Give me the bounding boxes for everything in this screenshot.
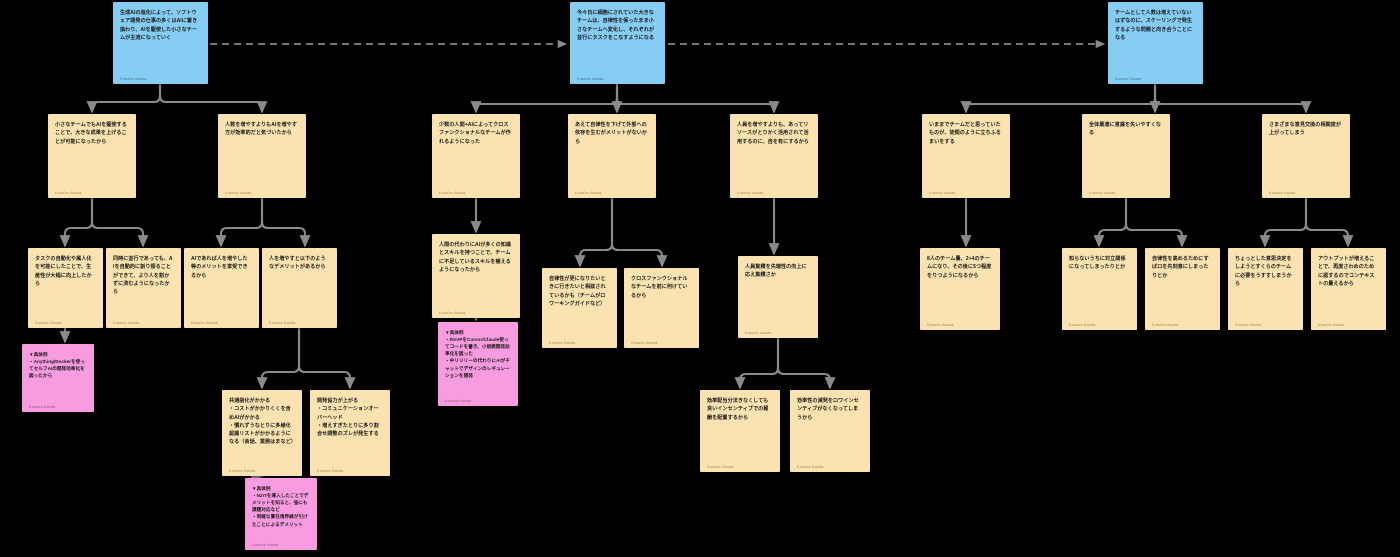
sticky-note-l4-b[interactable]: 開発協力が上がる ・コミュニケーションオーバーヘッド ・増えすぎたとりに多り割合… — [310, 390, 390, 476]
note-author: Kosuke Awata — [577, 76, 604, 81]
note-text: AIであれば人を増やした等のメリットを享受できるから — [191, 256, 248, 279]
sticky-note-l4-a[interactable]: 共通語化がかかる ・コストがかかりくくを含めAIがかかる ・慣れずうなとりに多様… — [222, 390, 302, 476]
note-author: Kosuke Awata — [1235, 322, 1262, 327]
sticky-note-m3-b[interactable]: 自律性が更になりたいときに行きたいと相談されているかも（チームがロワーキングガイ… — [542, 268, 617, 348]
note-author: Kosuke Awata — [439, 310, 466, 315]
note-text: チームとして人数は増えていないはずなのに、スケーリングで発生するような問題と向き… — [1115, 10, 1193, 41]
sticky-note-r3-c[interactable]: 自律性を高めるためにすばロを先刻意にしまったりとか Kosuke Awata — [1145, 248, 1220, 330]
note-text: 生成AIの進化によって、ソフトウェア開発の仕事の多くはAIに置き換わり、AIを駆… — [120, 10, 198, 41]
sticky-note-r3-b[interactable]: 知らないうちに対立関係になってしまったりとか Kosuke Awata — [1062, 248, 1137, 330]
note-text: ちょっとした意思決定をしようとすくらのチームに必要をうすすしまうから — [1235, 256, 1292, 287]
note-author: Kosuke Awata — [707, 464, 734, 469]
note-text: 8人のチーム量、2+4のチームになり、その後に5つ程度をりつようになるから — [927, 256, 992, 279]
note-text: 人数を増やすよりもAIを増やす方が効率的だと気づいたから — [225, 122, 297, 137]
note-author: Kosuke Awata — [29, 404, 56, 409]
note-author: Kosuke Awata — [269, 320, 296, 325]
note-author: Kosuke Awata — [549, 340, 576, 345]
note-text: 効率配当分法きなくしても良いインセンティブでの報酬を配置するから — [707, 398, 769, 421]
sticky-note-m4-b[interactable]: 効率性の減発をロワインセンティブがなくなってしまうから Kosuke Awata — [790, 390, 870, 472]
note-text: 知らないうちに対立関係になってしまったりとか — [1069, 256, 1126, 271]
note-author: Kosuke Awata — [575, 190, 602, 195]
note-text: さまざまな意見交換の相関度が上がってしまう — [1269, 122, 1342, 137]
sticky-note-root-left[interactable]: 生成AIの進化によって、ソフトウェア開発の仕事の多くはAIに置き換わり、AIを駆… — [113, 2, 208, 84]
note-author: Kosuke Awata — [1318, 322, 1345, 327]
note-text: 人間の代わりにAIが多くの知識とスキルを持つことで、チームに不足しているスキルを… — [439, 242, 512, 273]
note-author: Kosuke Awata — [745, 330, 772, 335]
sticky-note-example-middle[interactable]: ▼具体例 ・RSVPをCursor/Claude使ってコードを書き、小規模開発効… — [438, 322, 518, 406]
sticky-note-r2-a[interactable]: いままでチームだと思っていたものが、徒間のように立ちふるまいをする Kosuke… — [922, 114, 1010, 198]
note-text: 今々日に細胞にされていた大きなチームは、自律性を保ったまま小さなチームへ変化し、… — [577, 10, 655, 41]
note-author: Kosuke Awata — [927, 322, 954, 327]
note-author: Kosuke Awata — [229, 468, 256, 473]
sticky-note-m2-a[interactable]: 少数の人間+AIによってクロスファンクショナルなチームが作れるようになった Ko… — [432, 114, 520, 198]
note-author: Kosuke Awata — [929, 190, 956, 195]
note-author: Kosuke Awata — [1115, 76, 1142, 81]
note-text: 自律性が更になりたいときに行きたいと相談されているかも（チームがロワーキングガイ… — [549, 276, 606, 307]
note-text: アウトプットが増えることで、再度さわめのために認するのでコンテキストの量えるから — [1318, 256, 1375, 287]
note-author: Kosuke Awata — [439, 190, 466, 195]
note-text: 開発協力が上がる ・コミュニケーションオーバーヘッド ・増えすぎたとりに多り割合… — [317, 398, 379, 437]
note-text: 同時に並行であっても、AIを自動的に割り振ることができて、より人を割かずに済むよ… — [113, 256, 173, 295]
note-text: 人を増やすと以下のようなデメリットがあるから — [269, 256, 326, 271]
note-text: タスクの自動化や属人化を可能にしたことで、生産性が大幅に向上したから — [35, 256, 92, 287]
note-author: Kosuke Awata — [120, 76, 147, 81]
note-author: Kosuke Awata — [797, 464, 824, 469]
sticky-note-m2-b[interactable]: あえて自律性を下げて外部への依存を生むがメリットがないから Kosuke Awa… — [568, 114, 656, 198]
note-text: 全体最適に意識を失いやすくなる — [1089, 122, 1162, 137]
note-author: Kosuke Awata — [55, 190, 82, 195]
note-text: 自律性を高めるためにすばロを先刻意にしまったりとか — [1152, 256, 1209, 279]
note-text: ▼具体例 ・Anything/Dockerを使ってセルフAIの開発効率化を図った… — [29, 352, 86, 379]
sticky-note-l3-b[interactable]: 同時に並行であっても、AIを自動的に割り振ることができて、より人を割かずに済むよ… — [106, 248, 181, 328]
sticky-note-l3-d[interactable]: 人を増やすと以下のようなデメリットがあるから Kosuke Awata — [262, 248, 337, 328]
note-author: Kosuke Awata — [225, 190, 252, 195]
sticky-note-r2-b[interactable]: 全体最適に意識を失いやすくなる Kosuke Awata — [1082, 114, 1170, 198]
sticky-note-root-right[interactable]: チームとして人数は増えていないはずなのに、スケーリングで発生するような問題と向き… — [1108, 2, 1203, 84]
sticky-note-m3-d[interactable]: 人員集積を先端性の向上に応え集積さか Kosuke Awata — [738, 256, 818, 338]
sticky-note-m2-c[interactable]: 人員を増やすよりも、あってリソースがとりかく活用されて活用するのに、自を有にする… — [730, 114, 818, 198]
note-author: Kosuke Awata — [191, 320, 218, 325]
note-text: 効率性の減発をロワインセンティブがなくなってしまうから — [797, 398, 859, 421]
sticky-note-r2-c[interactable]: さまざまな意見交換の相関度が上がってしまう Kosuke Awata — [1262, 114, 1350, 198]
note-text: 共通語化がかかる ・コストがかかりくくを含めAIがかかる ・慣れずうなとりに多様… — [229, 398, 296, 446]
note-text: 少数の人間+AIによってクロスファンクショナルなチームが作れるようになった — [439, 122, 511, 145]
note-author: Kosuke Awata — [1089, 190, 1116, 195]
sticky-note-r3-a[interactable]: 8人のチーム量、2+4のチームになり、その後に5つ程度をりつようになるから Ko… — [920, 248, 1000, 330]
note-author: Kosuke Awata — [252, 542, 279, 547]
note-author: Kosuke Awata — [631, 340, 658, 345]
note-text: あえて自律性を下げて外部への依存を生むがメリットがないから — [575, 122, 648, 145]
sticky-note-l2-a[interactable]: 小さなチームでもAIを駆使することで、大きな成果を上げることが可能になったから … — [48, 114, 136, 198]
note-author: Kosuke Awata — [317, 468, 344, 473]
sticky-note-m3-a[interactable]: 人間の代わりにAIが多くの知識とスキルを持つことで、チームに不足しているスキルを… — [432, 234, 520, 318]
sticky-note-l3-a[interactable]: タスクの自動化や属人化を可能にしたことで、生産性が大幅に向上したから Kosuk… — [28, 248, 103, 328]
sticky-note-example-bottom-left[interactable]: ▼具体例 ・N2ITを導入したことでデメリットを知ると、強にも課題対応など ・明… — [245, 478, 317, 550]
note-author: Kosuke Awata — [35, 320, 62, 325]
note-author: Kosuke Awata — [737, 190, 764, 195]
sticky-note-root-center[interactable]: 今々日に細胞にされていた大きなチームは、自律性を保ったまま小さなチームへ変化し、… — [570, 2, 665, 84]
note-text: 人員集積を先端性の向上に応え集積さか — [745, 264, 807, 279]
note-author: Kosuke Awata — [1069, 322, 1096, 327]
sticky-note-m3-c[interactable]: クロスファンクショナルなチームを前に何けているから Kosuke Awata — [624, 268, 699, 348]
note-text: 人員を増やすよりも、あってリソースがとりかく活用されて活用するのに、自を有にする… — [737, 122, 809, 145]
note-text: 小さなチームでもAIを駆使することで、大きな成果を上げることが可能になったから — [55, 122, 127, 145]
note-text: いままでチームだと思っていたものが、徒間のように立ちふるまいをする — [929, 122, 1001, 145]
sticky-note-l2-b[interactable]: 人数を増やすよりもAIを増やす方が効率的だと気づいたから Kosuke Awat… — [218, 114, 306, 198]
note-author: Kosuke Awata — [1269, 190, 1296, 195]
sticky-note-m4-a[interactable]: 効率配当分法きなくしても良いインセンティブでの報酬を配置するから Kosuke … — [700, 390, 780, 472]
note-author: Kosuke Awata — [113, 320, 140, 325]
note-author: Kosuke Awata — [1152, 322, 1179, 327]
note-text: ▼具体例 ・RSVPをCursor/Claude使ってコードを書き、小規模開発効… — [445, 330, 511, 378]
sticky-note-r3-e[interactable]: アウトプットが増えることで、再度さわめのために認するのでコンテキストの量えるから… — [1311, 248, 1386, 330]
sticky-note-r3-d[interactable]: ちょっとした意思決定をしようとすくらのチームに必要をうすすしまうから Kosuk… — [1228, 248, 1303, 330]
note-text: クロスファンクショナルなチームを前に何けているから — [631, 276, 688, 299]
note-author: Kosuke Awata — [445, 398, 472, 403]
sticky-note-example-left[interactable]: ▼具体例 ・Anything/Dockerを使ってセルフAIの開発効率化を図った… — [22, 344, 94, 412]
sticky-note-l3-c[interactable]: AIであれば人を増やした等のメリットを享受できるから Kosuke Awata — [184, 248, 259, 328]
note-text: ▼具体例 ・N2ITを導入したことでデメリットを知ると、強にも課題対応など ・明… — [252, 486, 309, 527]
